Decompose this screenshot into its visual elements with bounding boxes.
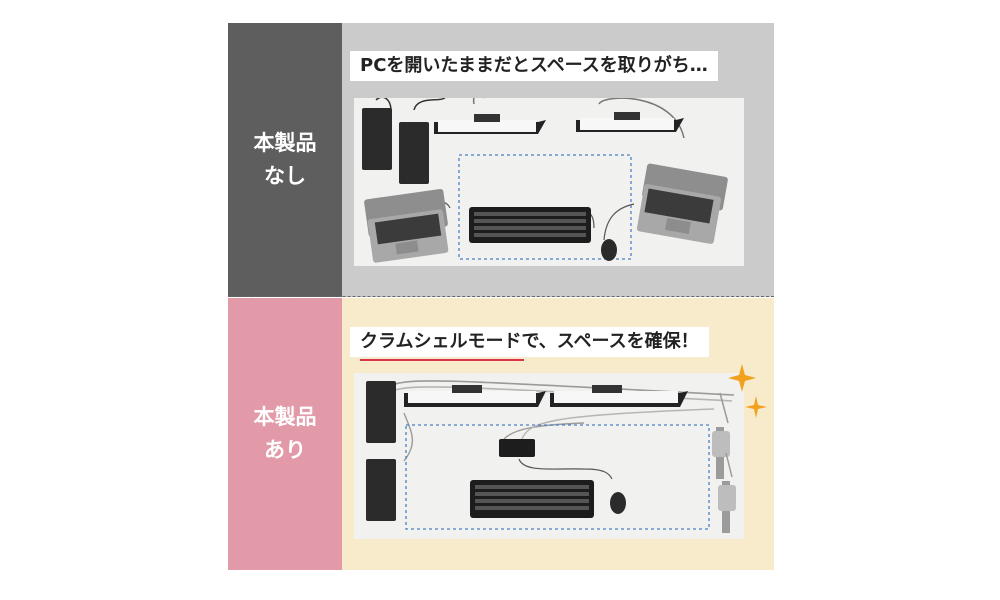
with-product-panel: 本製品 あり クラムシェルモードで、スペースを確保！ (228, 298, 774, 570)
with-product-label: 本製品 あり (254, 401, 317, 467)
without-product-panel: 本製品 なし PCを開いたままだとスペースを取りがち… (228, 23, 774, 297)
vertical-stand-icon (712, 392, 736, 533)
keyboard-icon (470, 480, 594, 518)
with-product-side: 本製品 あり (228, 298, 342, 570)
without-product-main: PCを開いたままだとスペースを取りがち… (342, 23, 774, 297)
without-product-side: 本製品 なし (228, 23, 342, 297)
keyboard-icon (469, 207, 591, 243)
mouse-icon (610, 492, 626, 514)
monitor-icon (404, 385, 688, 407)
caption-text: クラムシェルモードで、スペースを確保！ (360, 331, 699, 352)
desk-illustration-tidy (354, 373, 744, 539)
without-product-caption: PCを開いたままだとスペースを取りがち… (350, 51, 718, 81)
pc-tower-icon (362, 108, 429, 184)
panel-divider (228, 296, 774, 297)
monitor-icon (434, 112, 684, 134)
with-product-caption: クラムシェルモードで、スペースを確保！ (350, 327, 709, 357)
desk-illustration-cluttered (354, 98, 744, 266)
laptop-icon (636, 163, 728, 244)
pc-tower-icon (366, 381, 396, 521)
sparkle-icon (728, 364, 767, 418)
laptop-icon (364, 189, 449, 263)
side-label-line2: なし (264, 164, 306, 188)
without-product-label: 本製品 なし (254, 127, 317, 193)
caption-underline (360, 359, 524, 361)
hub-icon (499, 439, 535, 457)
mouse-icon (601, 239, 617, 261)
side-label-line1: 本製品 (253, 405, 317, 429)
side-label-line2: あり (264, 438, 306, 462)
side-label-line1: 本製品 (253, 131, 317, 155)
with-product-main: クラムシェルモードで、スペースを確保！ (342, 298, 774, 570)
